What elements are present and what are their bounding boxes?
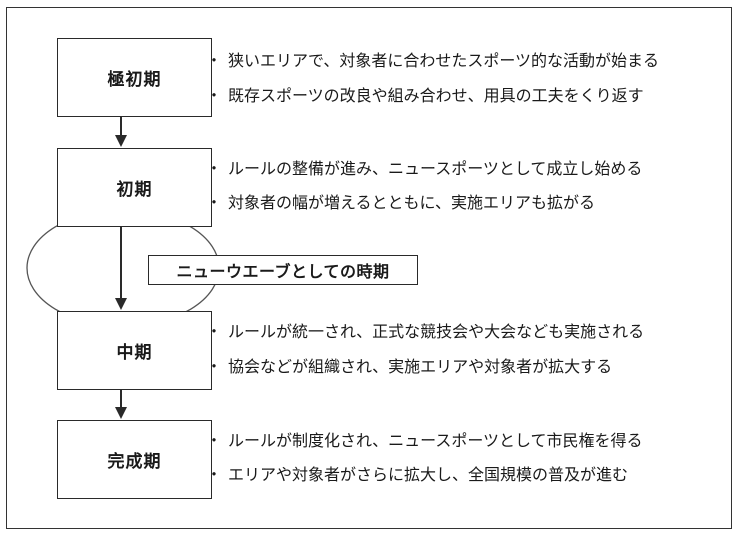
bullet-text: 協会などが組織され、実施エリアや対象者が拡大する <box>228 357 613 376</box>
bullet-text: 既存スポーツの改良や組み合わせ、用具の工夫をくり返す <box>228 86 644 105</box>
stage-box-middle: 中期 <box>57 311 212 390</box>
bullet-marker: ・ <box>206 86 223 105</box>
bullet-marker: ・ <box>206 193 223 212</box>
new-wave-period-label: ニューウエーブとしての時期 <box>148 255 418 285</box>
stage-label: 極初期 <box>107 70 162 90</box>
stage-bullet: ・狭いエリアで、対象者に合わせたスポーツ的な活動が始まる <box>206 51 659 71</box>
bullet-text: 対象者の幅が増えるとともに、実施エリアも拡がる <box>228 193 596 212</box>
stage-box-early: 初期 <box>57 148 212 227</box>
stage-bullet: ・エリアや対象者がさらに拡大し、全国規模の普及が進む <box>206 465 628 485</box>
bullet-text: ルールの整備が進み、ニュースポーツとして成立し始める <box>228 159 643 178</box>
highlight-text: ニューウエーブとしての時期 <box>176 262 390 281</box>
arrow-shaft <box>120 117 122 137</box>
stage-label: 完成期 <box>107 452 162 472</box>
stage-bullet: ・ルールが統一され、正式な競技会や大会なども実施される <box>206 322 644 342</box>
stage-box-very-early: 極初期 <box>57 38 212 117</box>
stage-bullet: ・協会などが組織され、実施エリアや対象者が拡大する <box>206 357 612 377</box>
stage-bullet: ・対象者の幅が増えるとともに、実施エリアも拡がる <box>206 193 595 213</box>
bullet-text: 狭いエリアで、対象者に合わせたスポーツ的な活動が始まる <box>228 51 660 70</box>
bullet-marker: ・ <box>206 357 223 376</box>
stage-label: 初期 <box>116 180 153 200</box>
bullet-text: ルールが統一され、正式な競技会や大会なども実施される <box>228 322 645 341</box>
bullet-marker: ・ <box>206 431 223 450</box>
stage-box-complete: 完成期 <box>57 420 212 499</box>
bullet-text: エリアや対象者がさらに拡大し、全国規模の普及が進む <box>228 465 629 484</box>
bullet-marker: ・ <box>206 465 223 484</box>
stage-bullet: ・ルールが制度化され、ニュースポーツとして市民権を得る <box>206 431 643 451</box>
arrow-down-icon <box>115 298 127 310</box>
stage-bullet: ・既存スポーツの改良や組み合わせ、用具の工夫をくり返す <box>206 86 644 106</box>
bullet-text: ルールが制度化され、ニュースポーツとして市民権を得る <box>228 431 643 450</box>
stage-bullet: ・ルールの整備が進み、ニュースポーツとして成立し始める <box>206 159 642 179</box>
arrow-shaft <box>120 227 122 299</box>
arrow-shaft <box>120 390 122 409</box>
bullet-marker: ・ <box>206 51 223 70</box>
arrow-down-icon <box>115 407 127 419</box>
bullet-marker: ・ <box>206 159 223 178</box>
bullet-marker: ・ <box>206 322 223 341</box>
stage-label: 中期 <box>116 343 153 363</box>
arrow-down-icon <box>115 135 127 147</box>
